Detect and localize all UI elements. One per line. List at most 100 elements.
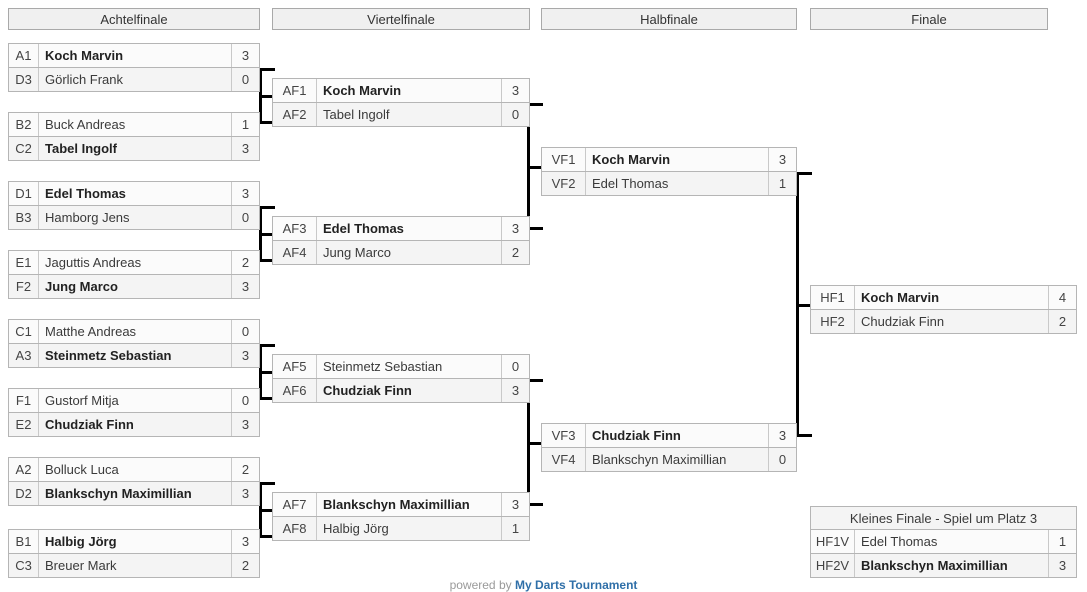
seed-label: HF1 xyxy=(811,286,855,309)
match-row-top[interactable]: VF1 Koch Marvin 3 xyxy=(542,148,796,172)
match-row-top[interactable]: F1 Gustorf Mitja 0 xyxy=(9,389,259,413)
match-row-top[interactable]: HF1 Koch Marvin 4 xyxy=(811,286,1076,310)
player-name: Steinmetz Sebastian xyxy=(323,359,443,374)
seed-label: B2 xyxy=(9,113,39,136)
seed-label: D2 xyxy=(9,482,39,505)
match-row-bottom[interactable]: AF4 Jung Marco 2 xyxy=(273,241,529,265)
match-row-bottom[interactable]: A3 Steinmetz Sebastian 3 xyxy=(9,344,259,368)
score-value: 3 xyxy=(768,148,796,171)
match-row-bottom[interactable]: C3 Breuer Mark 2 xyxy=(9,554,259,578)
match-row-bottom[interactable]: D2 Blankschyn Maximillian 3 xyxy=(9,482,259,506)
match-row-top[interactable]: B2 Buck Andreas 1 xyxy=(9,113,259,137)
match-hf1[interactable]: VF1 Koch Marvin 3 VF2 Edel Thomas 1 xyxy=(541,147,797,196)
score-value: 3 xyxy=(231,530,259,553)
match-row-top[interactable]: D1 Edel Thomas 3 xyxy=(9,182,259,206)
match-hf2[interactable]: VF3 Chudziak Finn 3 VF4 Blankschyn Maxim… xyxy=(541,423,797,472)
connector-af8-stub xyxy=(259,535,275,538)
connector-vf2-stub xyxy=(527,227,543,230)
score-value: 2 xyxy=(501,241,529,264)
match-row-bottom[interactable]: E2 Chudziak Finn 3 xyxy=(9,413,259,437)
match-final[interactable]: HF1 Koch Marvin 4 HF2 Chudziak Finn 2 xyxy=(810,285,1077,334)
seed-label: AF4 xyxy=(273,241,317,264)
match-row-top[interactable]: AF3 Edel Thomas 3 xyxy=(273,217,529,241)
seed-label: F1 xyxy=(9,389,39,412)
score-value: 0 xyxy=(231,389,259,412)
connector-af5-stub xyxy=(259,344,275,347)
match-row-bottom[interactable]: VF4 Blankschyn Maximillian 0 xyxy=(542,448,796,472)
connector-vf4-stub xyxy=(527,503,543,506)
seed-label: B3 xyxy=(9,206,39,229)
connector-vf4-feed xyxy=(259,509,275,512)
footer-brand-link[interactable]: My Darts Tournament xyxy=(514,578,638,592)
score-value: 0 xyxy=(231,68,259,91)
seed-label: D1 xyxy=(9,182,39,205)
match-row-bottom[interactable]: AF2 Tabel Ingolf 0 xyxy=(273,103,529,127)
seed-label: D3 xyxy=(9,68,39,91)
footer-prefix: powered by xyxy=(449,578,515,592)
match-row-bottom[interactable]: AF8 Halbig Jörg 1 xyxy=(273,517,529,541)
seed-label: C2 xyxy=(9,137,39,160)
match-row-bottom[interactable]: D3 Görlich Frank 0 xyxy=(9,68,259,92)
player-name: Halbig Jörg xyxy=(45,534,117,549)
match-af8[interactable]: B1 Halbig Jörg 3 C3 Breuer Mark 2 xyxy=(8,529,260,578)
connector-hf2-stub xyxy=(796,434,812,437)
connector-vf1-stub xyxy=(527,103,543,106)
match-row-bottom[interactable]: VF2 Edel Thomas 1 xyxy=(542,172,796,196)
player-name: Koch Marvin xyxy=(323,83,402,98)
match-af7[interactable]: A2 Bolluck Luca 2 D2 Blankschyn Maximill… xyxy=(8,457,260,506)
score-value: 3 xyxy=(231,344,259,367)
match-row-bottom[interactable]: B3 Hamborg Jens 0 xyxy=(9,206,259,230)
score-value: 2 xyxy=(231,251,259,274)
match-vf4[interactable]: AF7 Blankschyn Maximillian 3 AF8 Halbig … xyxy=(272,492,530,541)
player-name: Jung Marco xyxy=(45,279,118,294)
match-row-bottom[interactable]: C2 Tabel Ingolf 3 xyxy=(9,137,259,161)
score-value: 1 xyxy=(501,517,529,540)
player-name: Halbig Jörg xyxy=(323,521,389,536)
match-row-top[interactable]: E1 Jaguttis Andreas 2 xyxy=(9,251,259,275)
match-row-top[interactable]: B1 Halbig Jörg 3 xyxy=(9,530,259,554)
match-af3[interactable]: D1 Edel Thomas 3 B3 Hamborg Jens 0 xyxy=(8,181,260,230)
match-vf3[interactable]: AF5 Steinmetz Sebastian 0 AF6 Chudziak F… xyxy=(272,354,530,403)
player-name: Gustorf Mitja xyxy=(45,393,119,408)
player-name: Breuer Mark xyxy=(45,558,117,573)
match-row-top[interactable]: AF5 Steinmetz Sebastian 0 xyxy=(273,355,529,379)
score-value: 3 xyxy=(231,275,259,298)
match-row-bottom[interactable]: HF2V Blankschyn Maximillian 3 xyxy=(811,554,1076,578)
connector-af2-stub xyxy=(259,121,275,124)
match-af6[interactable]: F1 Gustorf Mitja 0 E2 Chudziak Finn 3 xyxy=(8,388,260,437)
match-row-bottom[interactable]: AF6 Chudziak Finn 3 xyxy=(273,379,529,403)
match-row-bottom[interactable]: F2 Jung Marco 3 xyxy=(9,275,259,299)
match-row-top[interactable]: AF7 Blankschyn Maximillian 3 xyxy=(273,493,529,517)
match-vf1[interactable]: AF1 Koch Marvin 3 AF2 Tabel Ingolf 0 xyxy=(272,78,530,127)
seed-label: VF1 xyxy=(542,148,586,171)
match-af1[interactable]: A1 Koch Marvin 3 D3 Görlich Frank 0 xyxy=(8,43,260,92)
match-row-top[interactable]: A1 Koch Marvin 3 xyxy=(9,44,259,68)
connector-af6-stub xyxy=(259,397,275,400)
player-name: Tabel Ingolf xyxy=(45,141,117,156)
match-af5[interactable]: C1 Matthe Andreas 0 A3 Steinmetz Sebasti… xyxy=(8,319,260,368)
seed-label: AF3 xyxy=(273,217,317,240)
match-small-final[interactable]: Kleines Finale - Spiel um Platz 3 HF1V E… xyxy=(810,506,1077,578)
score-value: 1 xyxy=(768,172,796,195)
match-af4[interactable]: E1 Jaguttis Andreas 2 F2 Jung Marco 3 xyxy=(8,250,260,299)
round-header-halbfinale: Halbfinale xyxy=(541,8,797,30)
match-row-bottom[interactable]: HF2 Chudziak Finn 2 xyxy=(811,310,1076,334)
match-row-top[interactable]: A2 Bolluck Luca 2 xyxy=(9,458,259,482)
player-name: Blankschyn Maximillian xyxy=(323,497,470,512)
score-value: 3 xyxy=(501,79,529,102)
score-value: 3 xyxy=(501,217,529,240)
match-row-top[interactable]: VF3 Chudziak Finn 3 xyxy=(542,424,796,448)
score-value: 3 xyxy=(768,424,796,447)
connector-vf1-feed xyxy=(259,95,275,98)
match-row-top[interactable]: HF1V Edel Thomas 1 xyxy=(811,530,1076,554)
seed-label: AF5 xyxy=(273,355,317,378)
player-name: Koch Marvin xyxy=(592,152,671,167)
score-value: 3 xyxy=(231,182,259,205)
match-row-top[interactable]: C1 Matthe Andreas 0 xyxy=(9,320,259,344)
match-af2[interactable]: B2 Buck Andreas 1 C2 Tabel Ingolf 3 xyxy=(8,112,260,161)
match-vf2[interactable]: AF3 Edel Thomas 3 AF4 Jung Marco 2 xyxy=(272,216,530,265)
score-value: 0 xyxy=(501,355,529,378)
seed-label: AF2 xyxy=(273,103,317,126)
match-row-top[interactable]: AF1 Koch Marvin 3 xyxy=(273,79,529,103)
